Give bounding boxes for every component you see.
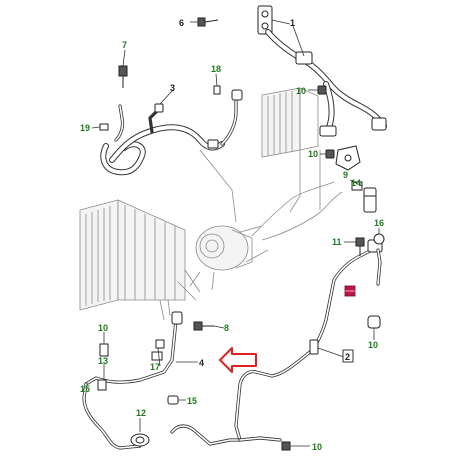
callout-4: 4 [199, 358, 204, 368]
callout-14: 14 [351, 178, 361, 188]
clip-part-10-mid [325, 149, 335, 159]
bolt-part-8 [193, 321, 214, 331]
hose-assembly-part-3 [100, 89, 243, 176]
callout-19: 19 [80, 123, 90, 133]
callout-15-left: 15 [80, 384, 90, 394]
callout-9: 9 [343, 170, 348, 180]
line-assembly-part-4 [82, 311, 183, 450]
callout-7: 7 [122, 40, 127, 50]
liquid-line-part-2 [234, 239, 383, 442]
highlight-marker [344, 285, 356, 297]
callout-8: 8 [224, 323, 229, 333]
callout-3: 3 [170, 83, 175, 93]
cap-part-16 [373, 233, 385, 245]
callout-11: 11 [332, 237, 342, 247]
callout-2-box [342, 349, 354, 363]
clip-part-10-lower-left [99, 343, 109, 357]
clip-part-10-lower-right [367, 315, 381, 329]
callout-13: 13 [98, 356, 108, 366]
compressor-ghost [189, 225, 269, 291]
callout-10-upper: 10 [296, 86, 306, 96]
bolt-part-6 [197, 17, 219, 27]
leader-lines [91, 19, 380, 447]
hose-assembly-part-1 [257, 5, 387, 137]
callout-12: 12 [136, 408, 146, 418]
callout-10-lower-left: 10 [98, 323, 108, 333]
pointer-arrow-icon [219, 347, 257, 373]
clip-part-18 [213, 85, 221, 95]
receiver-part-14 [351, 181, 377, 213]
callout-15-bottom: 15 [187, 396, 197, 406]
condenser-ghost [79, 199, 186, 311]
callout-10-bottom: 10 [312, 442, 322, 452]
bolt-part-7 [118, 65, 128, 88]
callout-1: 1 [290, 18, 295, 28]
callout-10-mid: 10 [308, 149, 318, 159]
clip-part-13 [97, 379, 107, 391]
routing-ghost-lines [159, 149, 343, 321]
callout-16: 16 [374, 218, 384, 228]
bracket-part-9 [335, 145, 361, 171]
line-assembly-lower-middle [167, 395, 282, 446]
callout-18: 18 [211, 64, 221, 74]
fitting-part-12 [130, 433, 150, 447]
callouts: 1 2 3 4 6 7 8 9 10 10 10 10 11 12 13 14 … [80, 18, 384, 418]
callout-6: 6 [179, 18, 184, 28]
clip-part-19 [99, 123, 109, 131]
bolt-part-10-bottom [281, 441, 291, 451]
callout-2: 2 [345, 352, 350, 362]
callout-17: 17 [150, 362, 160, 372]
callout-10-lower-right: 10 [368, 340, 378, 350]
clip-part-10-upper [317, 85, 327, 95]
evaporator-ghost [261, 87, 319, 158]
clip-part-17 [151, 351, 163, 361]
